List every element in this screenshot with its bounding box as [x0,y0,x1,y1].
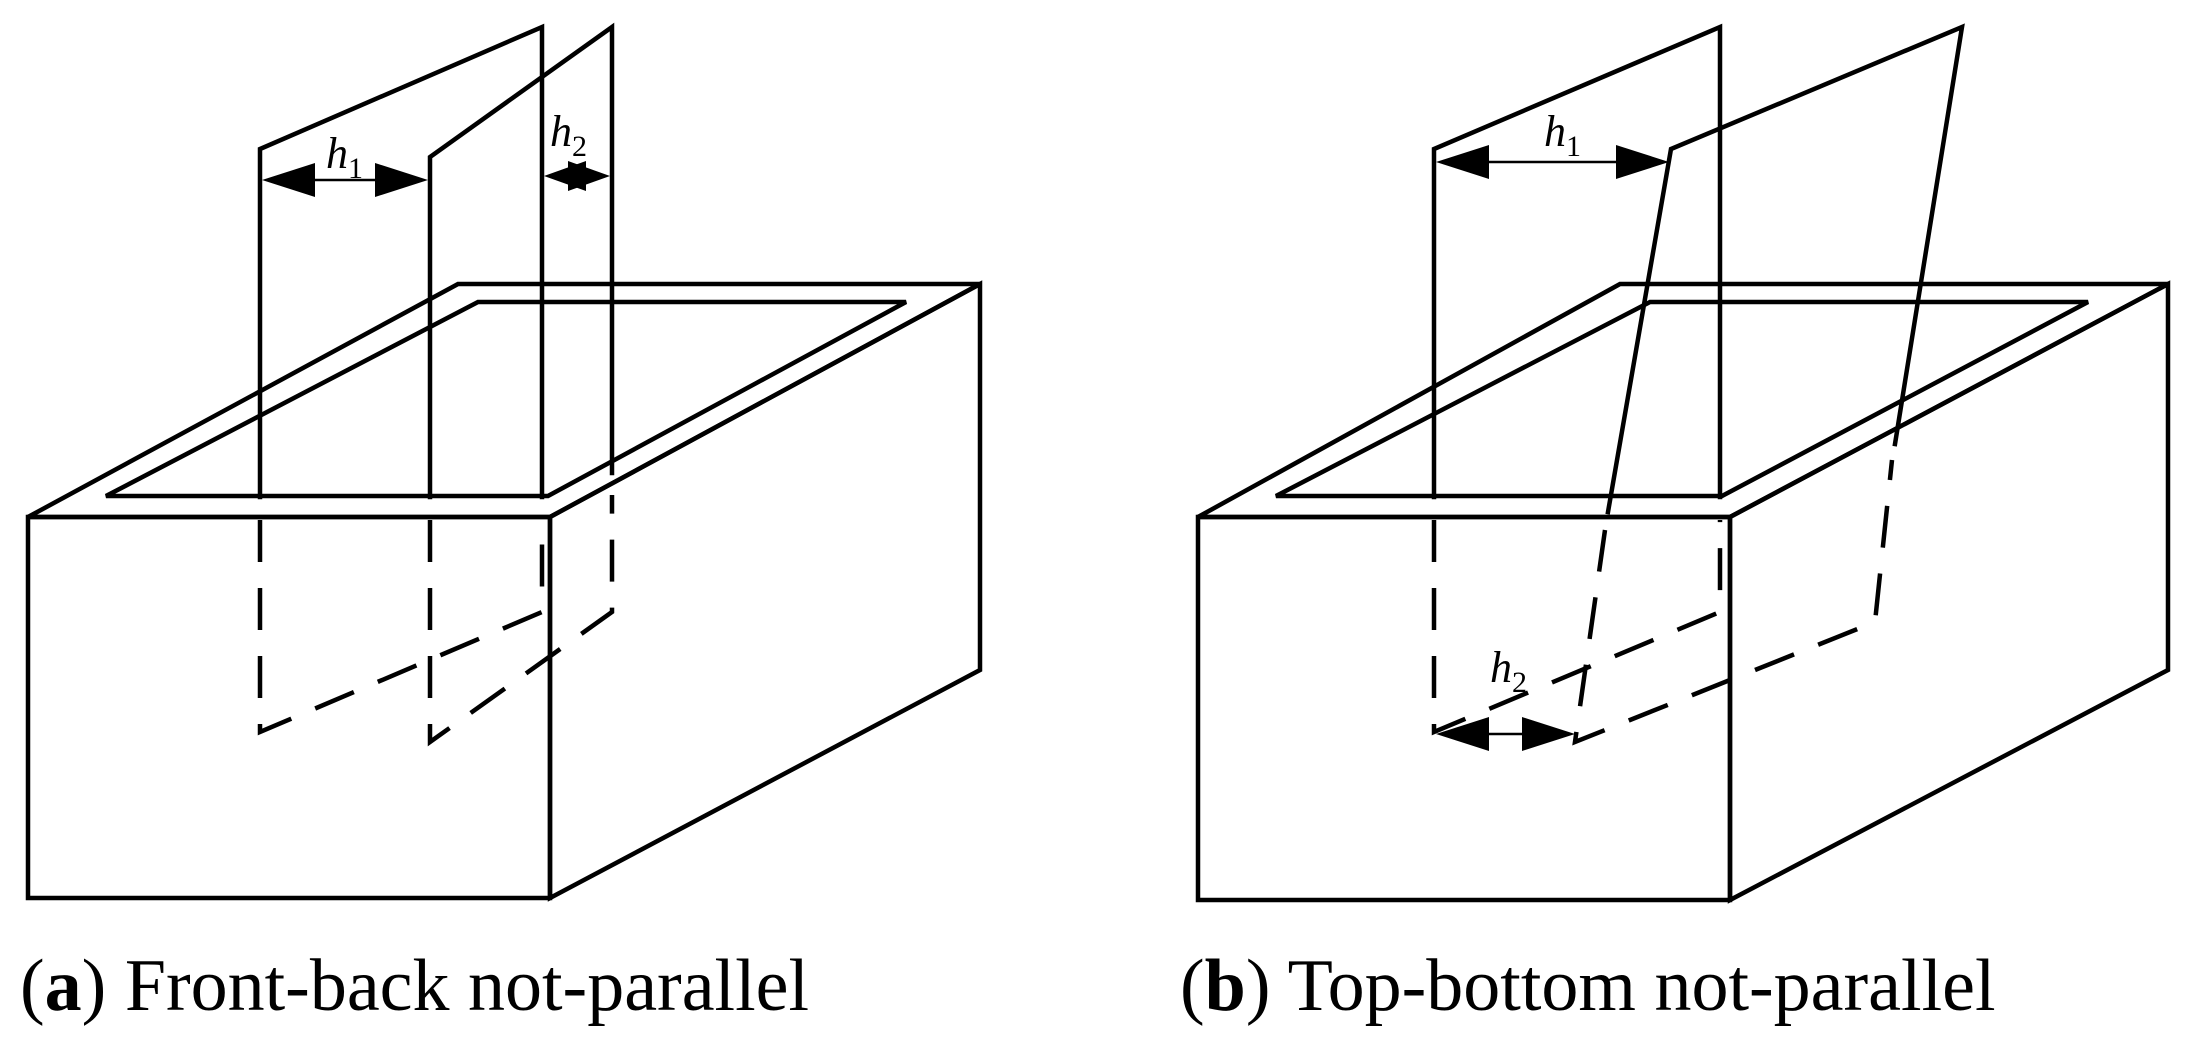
dimension-h1-b-left-arrow [1436,145,1489,179]
box-a-inner-opening [104,299,908,499]
caption-a: (a) Front-back not-parallel [20,945,809,1027]
dimension-h1-b-subscript: 1 [1566,130,1581,163]
box-a-top-rim [26,281,982,520]
dimension-h1-a-right-arrow [375,163,428,197]
box-b-front-face [1195,514,1733,903]
box-a-front-face [25,514,553,901]
box-b [1195,280,2171,904]
dimension-h1-a-subscript: 1 [348,152,363,185]
plate-a-2-edges [427,22,615,500]
plate-b-1-edges [1431,23,1723,500]
dimension-h2-a-right-arrow [568,161,610,191]
dimension-h2-a: h2 [544,107,610,191]
caption-a-letter: a [45,945,82,1027]
plate-a-1 [257,23,545,736]
dimension-h1-a-symbol: h [326,129,348,178]
plate-b-2 [1572,23,1965,746]
dimension-h2-a-symbol: h [550,107,572,156]
dimension-h1-a-label: h1 [326,129,363,185]
box-a [25,280,983,902]
caption-b-letter: b [1205,945,1246,1027]
panel-a: h1 h2 (a) Front-back not-parallel [20,22,983,1027]
plate-a-1-edges [257,23,545,500]
dimension-h2-b-subscript: 2 [1512,666,1527,699]
plate-a-2-hidden-edges [427,495,615,747]
caption-b-text: Top-bottom not-parallel [1288,945,1996,1027]
caption-b: (b) Top-bottom not-parallel [1180,945,1996,1027]
plate-b-2-edges [1605,23,1965,515]
dimension-h1-b-right-arrow [1616,145,1669,179]
dimension-h2-b-label: h2 [1490,643,1527,699]
dimension-h1-b-label: h1 [1544,107,1581,163]
plate-a-1-hidden-edges [257,520,545,736]
dimension-h2-b-right-arrow [1522,717,1575,751]
plate-b-1-hidden-edges [1431,520,1723,736]
dimension-h1-b-symbol: h [1544,107,1566,156]
dimension-h1-b: h1 [1436,107,1669,179]
dimension-h2-a-label: h2 [550,107,587,163]
box-b-inner-opening [1274,299,2090,499]
caption-a-text: Front-back not-parallel [125,945,809,1027]
dimension-h1-a-left-arrow [262,163,315,197]
box-b-top-rim [1196,281,2170,520]
plate-a-2 [427,22,615,747]
plate-b-2-hidden-edges [1572,459,1895,746]
plate-b-1 [1431,23,1723,736]
panel-b: h1 h2 (b) Top-bottom not-parallel [1180,23,2171,1027]
dimension-h1-a: h1 [262,129,428,197]
dimension-h2-a-subscript: 2 [572,130,587,163]
dimension-h2-b-symbol: h [1490,643,1512,692]
dimension-h2-b-left-arrow [1436,717,1489,751]
dimension-h2-b: h2 [1436,643,1575,751]
